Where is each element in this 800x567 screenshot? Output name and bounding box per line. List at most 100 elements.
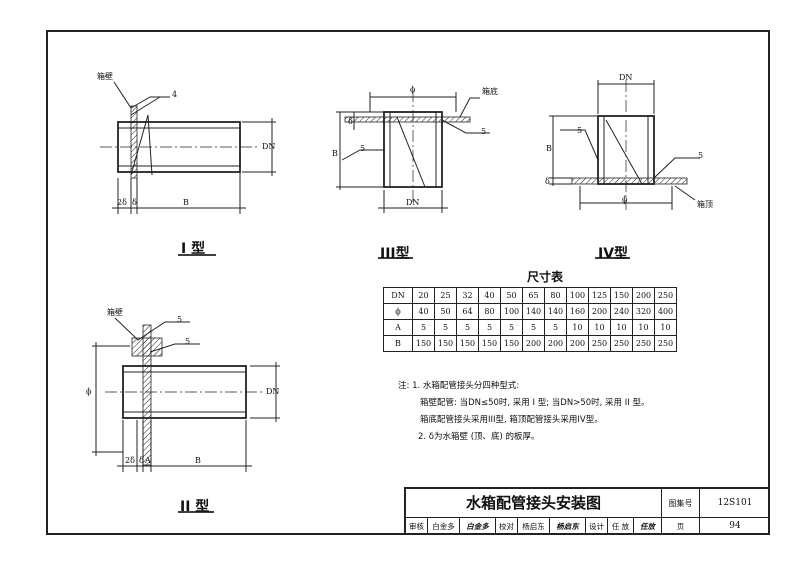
label-b-2: B: [195, 456, 201, 465]
label-delta-2: δ: [139, 456, 144, 465]
type4-drawing: [549, 80, 700, 210]
page-label: 页: [662, 518, 700, 535]
label-dn-2: DN: [266, 387, 280, 396]
dimension-cell: 100: [566, 287, 589, 304]
dimension-cell: 250: [588, 335, 611, 352]
dimension-cell: 150: [478, 335, 501, 352]
dimension-cell: 5: [412, 319, 435, 336]
notes-prefix: 注:: [398, 381, 410, 391]
note-1a: 箱壁配管: 当DN≤50时, 采用 I 型; 当DN>50时, 采用 II 型。: [420, 398, 650, 408]
dimension-cell: 200: [544, 335, 567, 352]
dimension-row-head: B: [383, 335, 413, 352]
type2-wall: [142, 324, 152, 466]
label-phi-2: ϕ: [86, 387, 92, 396]
dimension-cell: 20: [412, 287, 435, 304]
review-label: 审核: [406, 518, 428, 535]
label-b-3: B: [332, 149, 338, 158]
dimension-cell: 200: [522, 335, 545, 352]
label-tank-bottom: 箱底: [482, 87, 498, 96]
dimension-row-head: ϕ: [383, 303, 413, 320]
dimension-cell: 5: [478, 319, 501, 336]
dimension-cell: 80: [544, 287, 567, 304]
label-weld-5b-3: 5: [481, 127, 487, 136]
dimension-cell: 150: [500, 335, 523, 352]
dimension-cell: 400: [654, 303, 677, 320]
label-2delta-1: 2δ: [117, 198, 127, 207]
label-weld-5a-3: 5: [360, 144, 366, 153]
label-phi-3: ϕ: [410, 85, 416, 94]
label-delta-1: δ: [132, 198, 137, 207]
dimension-cell: 140: [522, 303, 545, 320]
designer-name: 任 放: [608, 518, 634, 535]
checker-name: 杨启东: [518, 518, 550, 535]
dimension-cell: 150: [456, 335, 479, 352]
dimension-cell: 10: [588, 319, 611, 336]
type4-title: IV型: [598, 246, 629, 262]
type3-bottom-plate: [344, 116, 471, 123]
dimension-row-head: A: [383, 319, 413, 336]
check-label: 校对: [496, 518, 518, 535]
dimension-cell: 64: [456, 303, 479, 320]
notes: 注: 1. 水箱配管接头分四种型式: 箱壁配管: 当DN≤50时, 采用 I 型…: [398, 378, 649, 446]
label-dn-3: DN: [406, 198, 420, 207]
dimension-cell: 40: [412, 303, 435, 320]
label-b-1: B: [183, 198, 189, 207]
label-weld-5a-4: 5: [577, 126, 583, 135]
reviewer-signature: 白金多: [460, 518, 496, 535]
note-2: 2. δ为水箱壁 (顶、底) 的板厚。: [418, 432, 540, 442]
dimension-row-head: DN: [383, 287, 413, 304]
drawing-title: 水箱配管接头安装图: [406, 489, 662, 518]
label-2delta-2: 2δ: [125, 456, 135, 465]
dimension-cell: 150: [412, 335, 435, 352]
type1-drawing: [100, 81, 276, 214]
dimension-cell: 10: [566, 319, 589, 336]
type1-wall: [130, 105, 138, 179]
dimension-cell: 150: [434, 335, 457, 352]
dimension-cell: 320: [632, 303, 655, 320]
type1-title: I 型: [181, 241, 206, 257]
designer-signature: 任放: [634, 518, 662, 535]
dimension-cell: 100: [500, 303, 523, 320]
checker-signature: 杨启东: [550, 518, 586, 535]
dimension-cell: 10: [610, 319, 633, 336]
label-weld-5b-2: 5: [185, 337, 191, 346]
dimension-cell: 150: [610, 287, 633, 304]
dimension-cell: 5: [434, 319, 457, 336]
dimension-cell: 65: [522, 287, 545, 304]
label-tank-wall-2: 箱壁: [107, 308, 123, 317]
dimension-cell: 250: [632, 335, 655, 352]
type3-drawing: [336, 90, 490, 213]
drawing-frame: [46, 30, 770, 535]
label-weld-5a-2: 5: [177, 315, 183, 324]
note-1b: 箱底配管接头采用III型, 箱顶配管接头采用IV型。: [420, 415, 603, 425]
label-dn-4: DN: [619, 73, 633, 82]
dimension-table-title: 尺寸表: [527, 270, 564, 284]
type2-drawing: [92, 317, 280, 472]
dimension-cell: 250: [610, 335, 633, 352]
label-weld-4: 4: [172, 90, 178, 99]
dimension-cell: 5: [500, 319, 523, 336]
label-weld-5b-4: 5: [698, 151, 704, 160]
label-dn-1: DN: [262, 142, 276, 151]
dimension-cell: 40: [478, 287, 501, 304]
label-b-4: B: [546, 144, 552, 153]
title-block: 水箱配管接头安装图 图集号 12S101 审核 白金多 白金多 校对 杨启东 杨…: [404, 487, 770, 535]
dimension-cell: 50: [500, 287, 523, 304]
dimension-cell: 5: [456, 319, 479, 336]
dimension-cell: 250: [654, 335, 677, 352]
dimension-cell: 10: [632, 319, 655, 336]
reviewer-name: 白金多: [428, 518, 460, 535]
dimension-cell: 160: [566, 303, 589, 320]
dimension-cell: 25: [434, 287, 457, 304]
dimension-cell: 5: [544, 319, 567, 336]
dimension-cell: 200: [588, 303, 611, 320]
dimension-cell: 200: [632, 287, 655, 304]
dimension-cell: 140: [544, 303, 567, 320]
atlas-number-value: 12S101: [700, 489, 770, 518]
dimension-cell: 80: [478, 303, 501, 320]
